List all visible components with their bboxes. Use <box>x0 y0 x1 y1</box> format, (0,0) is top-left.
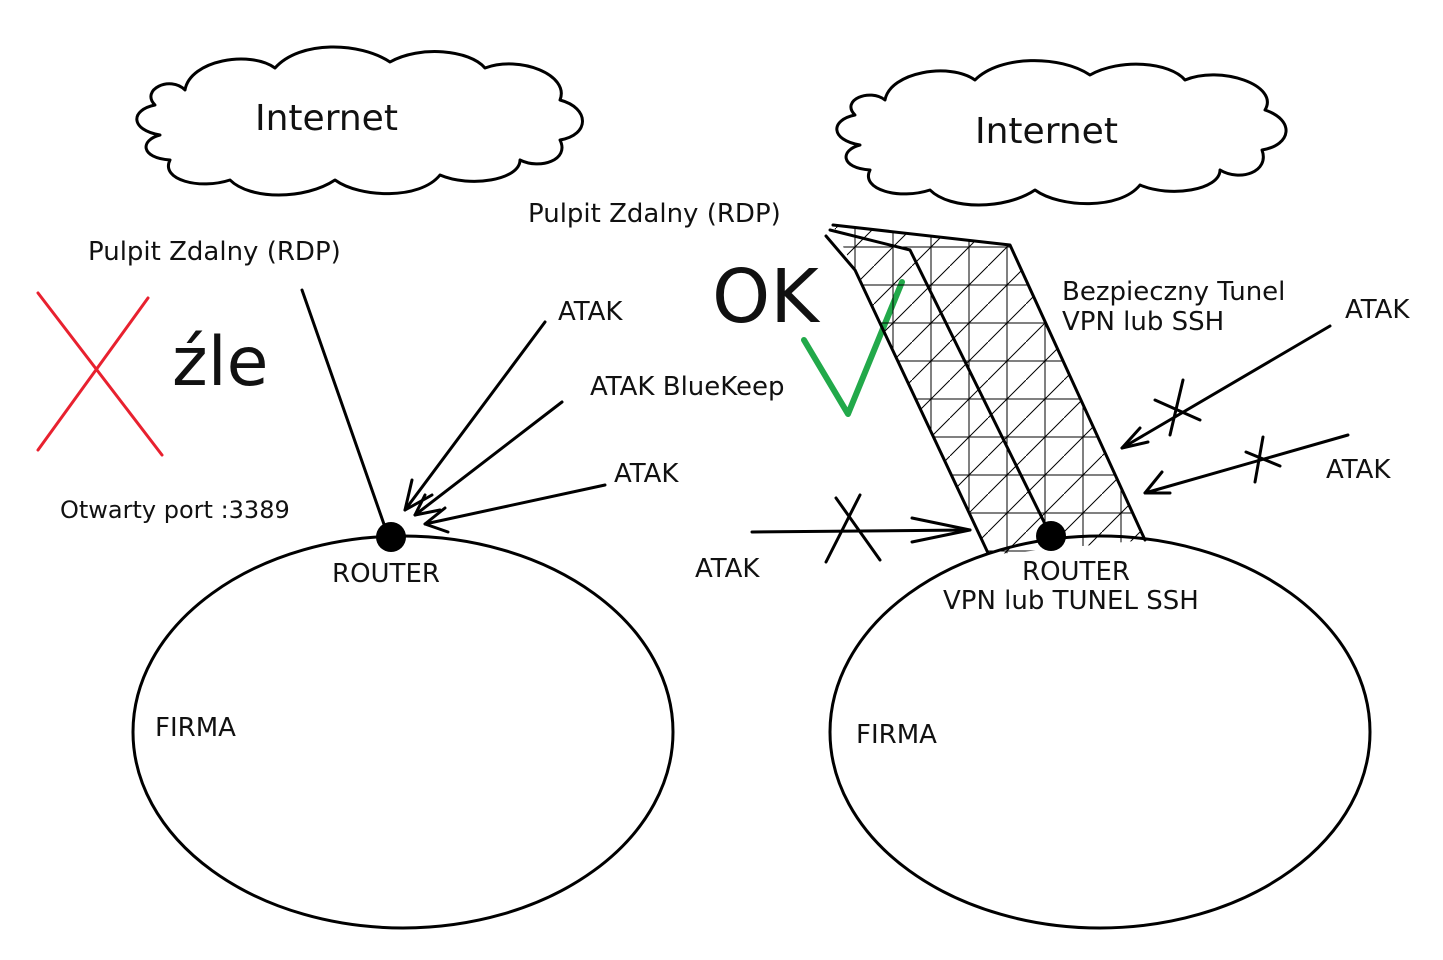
right-company-label: FIRMA <box>856 720 937 750</box>
blocked-x-icon <box>1153 378 1202 437</box>
right-attack-arrow-1 <box>1120 324 1332 450</box>
right-router-dot <box>1036 521 1066 551</box>
right-attack-label-2: ATAK <box>1326 455 1391 485</box>
right-internet-label: Internet <box>975 111 1118 152</box>
right-attack-label-1: ATAK <box>1345 295 1410 325</box>
tunnel-label-line1: Bezpieczny Tunel <box>1062 277 1285 307</box>
right-attack-arrow-2 <box>1143 433 1350 495</box>
left-internet-label: Internet <box>255 98 398 139</box>
tunnel-label-line2: VPN lub SSH <box>1062 307 1224 337</box>
blocked-x-icon <box>1244 435 1282 484</box>
left-attack-label-2: ATAK BlueKeep <box>590 372 785 402</box>
left-attack-label-1: ATAK <box>558 297 623 327</box>
left-attack-label-3: ATAK <box>614 459 679 489</box>
right-company-area <box>828 534 1372 930</box>
left-internet-cloud <box>135 45 584 197</box>
left-attack-arrow-3 <box>423 483 607 534</box>
left-router-label: ROUTER <box>332 559 440 589</box>
left-attack-arrow-1 <box>403 320 547 512</box>
cross-icon <box>36 291 164 457</box>
right-attack-label-3: ATAK <box>695 554 760 584</box>
right-internet-cloud <box>835 59 1288 207</box>
right-verdict: OK <box>712 254 821 340</box>
right-rdp-label: Pulpit Zdalny (RDP) <box>528 199 781 229</box>
left-attack-arrow-2 <box>413 400 564 517</box>
left-company-label: FIRMA <box>155 713 236 743</box>
left-company-area <box>131 534 675 930</box>
blocked-x-icon <box>824 493 882 564</box>
right-scenario: Internet Pulpit Zdalny (RDP) OK Bezpiecz… <box>528 59 1410 930</box>
left-port-label: Otwarty port :3389 <box>60 496 290 524</box>
left-rdp-label: Pulpit Zdalny (RDP) <box>88 237 341 267</box>
right-attack-arrow-3 <box>750 516 972 544</box>
left-verdict: źle <box>172 323 268 402</box>
right-router-label: ROUTER <box>1022 557 1130 587</box>
right-router-sublabel: VPN lub TUNEL SSH <box>943 586 1199 616</box>
secure-tunnel <box>824 223 1147 555</box>
left-rdp-line <box>300 288 388 532</box>
left-scenario: Internet Pulpit Zdalny (RDP) źle ATAK AT… <box>36 45 785 930</box>
